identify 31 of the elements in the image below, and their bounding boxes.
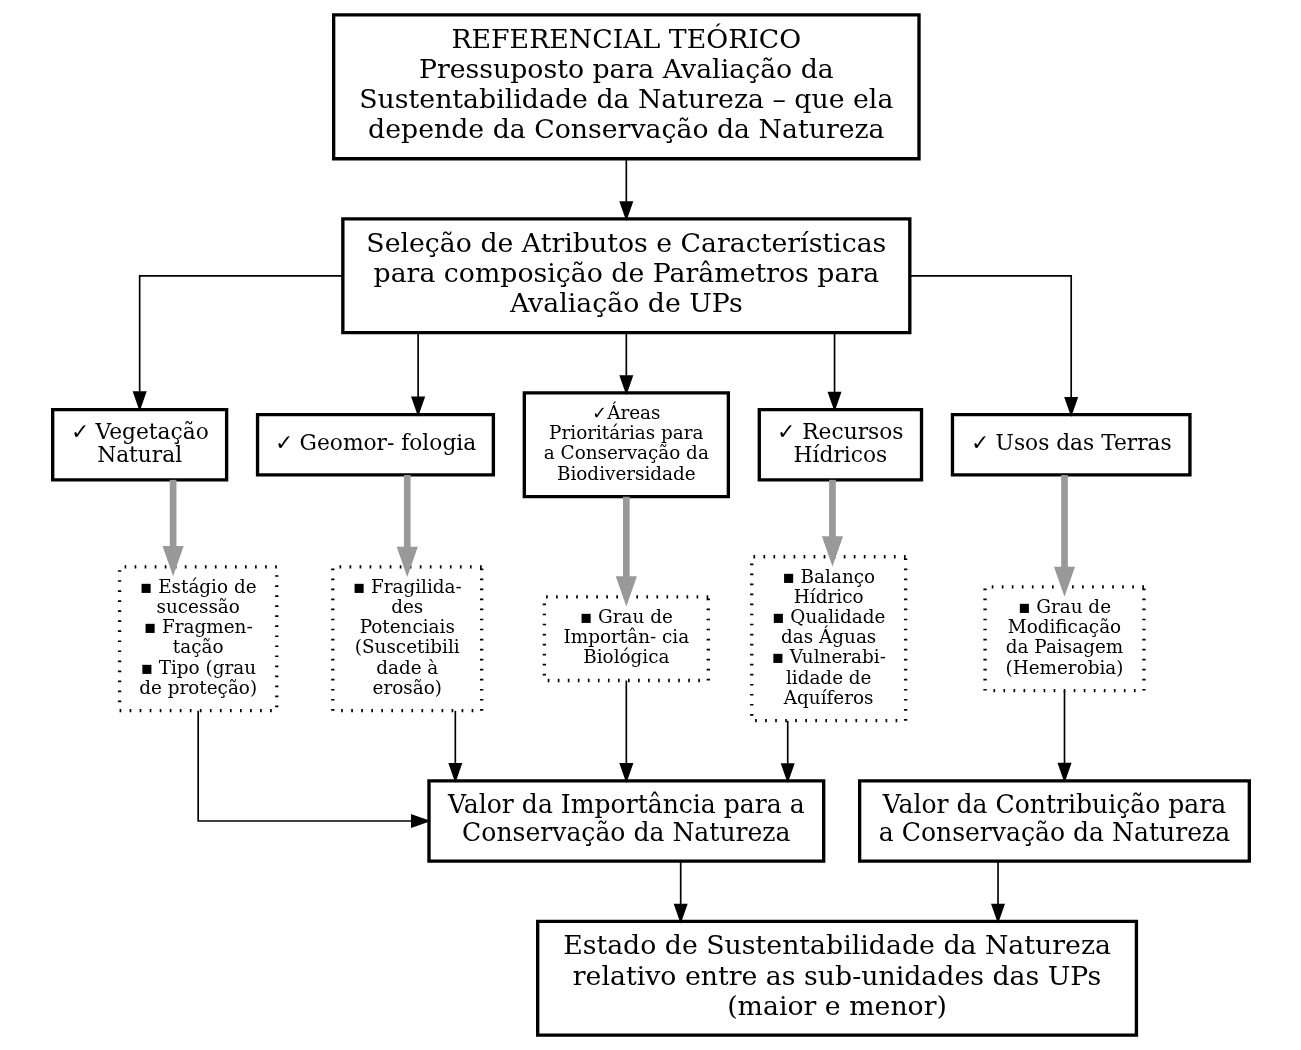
arrow xyxy=(990,860,1005,924)
arrow xyxy=(447,709,462,783)
arrow xyxy=(780,719,795,784)
node-box: ✓ Geomor- fologia xyxy=(255,412,495,477)
node-box: Estado de Sustentabilidade da Natureza relativo entre as sub-unidades das UPs (maior e menor) xyxy=(535,919,1138,1037)
arrow xyxy=(615,496,637,607)
node-box: Seleção de Atributos e Características para composição de Parâmetros para Avaliação de UPs xyxy=(340,217,911,335)
node-box: ▪ Estágio de sucessão ▪ Fragmen- tação ▪ Tipo (grau de proteção) xyxy=(117,565,278,713)
arrow xyxy=(196,709,431,829)
arrow xyxy=(618,679,633,784)
node-box: Valor da Contribuição para a Conservação da Natureza xyxy=(857,779,1251,863)
arrow xyxy=(908,274,1078,418)
node-box: REFERENCIAL TEÓRICO Pressuposto para Avaliação da Sustentabilidade da Natureza – que ela depende da Conservação da Natureza xyxy=(331,13,921,161)
arrow xyxy=(410,332,425,417)
arrow xyxy=(673,860,688,924)
arrow xyxy=(1056,690,1072,783)
node-box: ▪ Fragilida- des Potenciais (Suscetibili dade à erosão) xyxy=(330,565,483,713)
arrow xyxy=(618,157,633,222)
arrow xyxy=(618,332,633,396)
node-box: ✓Áreas Prioritárias para a Conservação da Biodiversidade xyxy=(522,391,730,499)
node-box: ▪ Grau de Importân- cia Biológica xyxy=(542,595,710,683)
node-box: Valor da Importância para a Conservação da Natureza xyxy=(426,779,825,863)
node-box: ✓ Usos das Terras xyxy=(950,412,1192,477)
arrow xyxy=(162,479,184,577)
node-box: ✓ Recursos Hídricos xyxy=(757,407,923,482)
node-box: ✓ Vegetação Natural xyxy=(50,407,228,482)
node-box: ▪ Grau de Modificação da Paisagem (Hemerobia) xyxy=(982,585,1146,693)
arrow xyxy=(827,332,842,412)
arrow xyxy=(821,479,843,567)
node-box: ▪ Balanço Hídrico ▪ Qualidade das Águas ▪ Vulnerabi- lidade de Aquíferos xyxy=(749,555,907,723)
arrow xyxy=(132,274,343,412)
